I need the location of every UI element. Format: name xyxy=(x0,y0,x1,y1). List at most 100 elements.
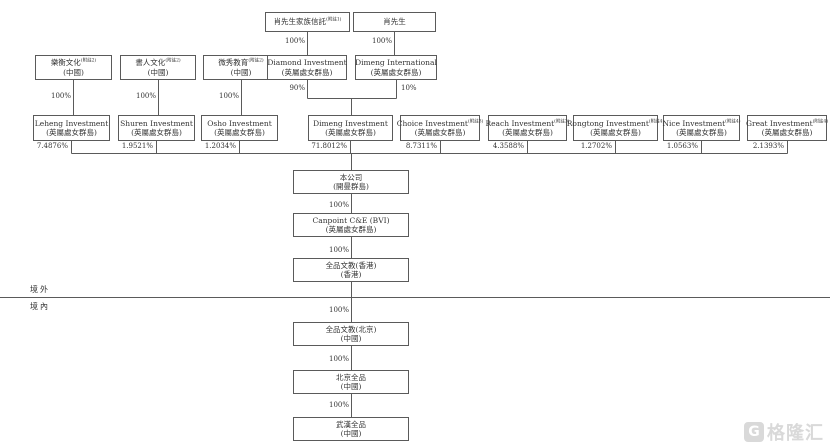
node-jurisdiction: (中國) xyxy=(63,67,84,77)
node-name: Reach Investment(附註3) xyxy=(485,118,570,128)
gelonghui-watermark: G 格隆汇 xyxy=(744,419,824,445)
node-jurisdiction: (英屬處女群島) xyxy=(281,67,333,77)
node-jurisdiction: (英屬處女群島) xyxy=(131,128,182,137)
node-name: 書人文化(附註2) xyxy=(135,58,181,68)
node-shuren-investment: Shuren Investment (英屬處女群島) xyxy=(118,115,195,141)
node-rongtong-investment: Rongtong Investment(附註4) (英屬處女群島) xyxy=(567,115,664,141)
note-superscript: (附註4) xyxy=(812,119,828,125)
percent-label: 100% xyxy=(328,401,349,409)
percent-label: 90% xyxy=(289,84,305,92)
offshore-label: 境外 xyxy=(30,285,50,294)
node-name: Diamond Investment xyxy=(267,58,347,68)
percent-label: 1.0563% xyxy=(666,142,698,150)
gelonghui-logo-icon: G xyxy=(744,422,764,442)
node-jurisdiction: (英屬處女群島) xyxy=(761,128,813,137)
node-jurisdiction: (英屬處女群島) xyxy=(325,128,376,137)
node-name: 武漢全品 xyxy=(336,419,366,429)
node-name: Rongtong Investment(附註4) xyxy=(566,118,665,128)
node-name: Leheng Investment xyxy=(34,118,109,128)
node-leheng-wenhua: 樂衡文化(附註2) (中國) xyxy=(35,55,112,80)
node-jurisdiction: (中國) xyxy=(340,334,362,343)
node-name: Nice Investment(附註4) xyxy=(662,118,741,128)
percent-label: 100% xyxy=(218,92,239,100)
percent-label: 4.3588% xyxy=(492,142,524,150)
node-name: 微秀教育(附註2) xyxy=(218,58,264,68)
note-superscript: (附註2) xyxy=(248,58,264,64)
percent-label: 100% xyxy=(328,306,349,314)
node-leheng-investment: Leheng Investment (英屬處女群島) xyxy=(33,115,110,141)
node-jurisdiction: (中國) xyxy=(230,67,252,77)
node-name: 北京全品 xyxy=(336,372,366,382)
node-jurisdiction: (英屬處女群島) xyxy=(46,128,97,137)
node-jurisdiction: (英屬處女群島) xyxy=(414,128,466,137)
node-reach-investment: Reach Investment(附註3) (英屬處女群島) xyxy=(485,115,570,141)
node-mr-xiao: 肖先生 xyxy=(353,12,436,32)
node-shuren-wenhua: 書人文化(附註2) (中國) xyxy=(120,55,196,80)
note-superscript: (附註4) xyxy=(648,119,665,125)
node-jurisdiction: (中國) xyxy=(340,429,362,438)
percent-label: 100% xyxy=(371,37,392,45)
note-superscript: (附註3) xyxy=(554,119,570,125)
node-name: Osho Investment xyxy=(207,118,272,128)
percent-label: 1.2034% xyxy=(204,142,236,150)
node-jurisdiction: (英屬處女群島) xyxy=(370,67,422,77)
node-the-company: 本公司 (開曼群島) xyxy=(293,170,409,194)
percent-label: 10% xyxy=(401,84,417,92)
note-superscript: (附註3) xyxy=(467,119,484,125)
percent-label: 2.1393% xyxy=(752,142,784,150)
node-diamond-investment: Diamond Investment (英屬處女群島) xyxy=(267,55,347,80)
note-superscript: (附註2) xyxy=(165,58,181,64)
gelonghui-watermark-text: 格隆汇 xyxy=(767,423,824,444)
node-choice-investment: Choice Investment(附註3) (英屬處女群島) xyxy=(397,115,483,141)
node-name: Dimeng International xyxy=(355,58,437,68)
node-name: Shuren Investment xyxy=(120,118,193,128)
node-osho-investment: Osho Investment (英屬處女群島) xyxy=(201,115,278,141)
node-great-investment: Great Investment(附註4) (英屬處女群島) xyxy=(746,115,828,141)
node-name: Dimeng Investment xyxy=(313,118,388,128)
node-name: 全品文教(北京) xyxy=(325,324,377,334)
node-jurisdiction: (英屬處女群島) xyxy=(676,128,727,137)
percent-label: 8.7311% xyxy=(405,142,437,150)
percent-label: 100% xyxy=(328,246,349,254)
note-superscript: (附註4) xyxy=(725,119,741,125)
percent-label: 1.9521% xyxy=(121,142,153,150)
node-name: 樂衡文化(附註2) xyxy=(50,58,97,68)
node-dimeng-international: Dimeng International (英屬處女群島) xyxy=(355,55,437,80)
node-jurisdiction: (開曼群島) xyxy=(333,182,369,191)
percent-label: 7.4876% xyxy=(36,142,68,150)
node-xiao-family-trust: 肖先生家族信託(附註1) xyxy=(265,12,350,32)
note-superscript: (附註1) xyxy=(326,17,342,23)
percent-label: 100% xyxy=(50,92,71,100)
node-name: Canpoint C&E (BVI) xyxy=(312,215,390,225)
node-jurisdiction: (中國) xyxy=(147,67,169,77)
node-quanpin-wenjiao-beijing: 全品文教(北京) (中國) xyxy=(293,322,409,346)
percent-label: 100% xyxy=(135,92,156,100)
node-name: 肖先生 xyxy=(383,17,406,27)
node-nice-investment: Nice Investment(附註4) (英屬處女群島) xyxy=(662,115,741,141)
percent-label: 71.8012% xyxy=(311,142,347,150)
percent-label: 100% xyxy=(328,201,349,209)
node-canpoint-ce-bvi: Canpoint C&E (BVI) (英屬處女群島) xyxy=(293,213,409,237)
node-name: 全品文教(香港) xyxy=(325,260,377,270)
node-jurisdiction: (英屬處女群島) xyxy=(590,128,641,137)
node-jurisdiction: (香港) xyxy=(340,270,362,279)
node-jurisdiction: (中國) xyxy=(340,382,362,391)
node-jurisdiction: (英屬處女群島) xyxy=(214,128,265,137)
node-jurisdiction: (英屬處女群島) xyxy=(325,225,377,234)
node-name: Choice Investment(附註3) xyxy=(396,118,484,128)
percent-label: 100% xyxy=(328,355,349,363)
node-name: 肖先生家族信託(附註1) xyxy=(273,17,342,27)
node-beijing-quanpin: 北京全品 (中國) xyxy=(293,370,409,394)
node-name: 本公司 xyxy=(339,172,363,182)
node-quanpin-wenjiao-hk: 全品文教(香港) (香港) xyxy=(293,258,409,282)
onshore-label: 境內 xyxy=(30,302,50,311)
percent-label: 1.2702% xyxy=(580,142,612,150)
note-superscript: (附註2) xyxy=(80,58,97,64)
node-wuhan-quanpin: 武漢全品 (中國) xyxy=(293,417,409,441)
node-weixiu-jiaoyu: 微秀教育(附註2) (中國) xyxy=(203,55,279,80)
node-jurisdiction: (英屬處女群島) xyxy=(502,128,553,137)
node-dimeng-investment: Dimeng Investment (英屬處女群島) xyxy=(308,115,393,141)
node-name: Great Investment(附註4) xyxy=(746,118,828,128)
